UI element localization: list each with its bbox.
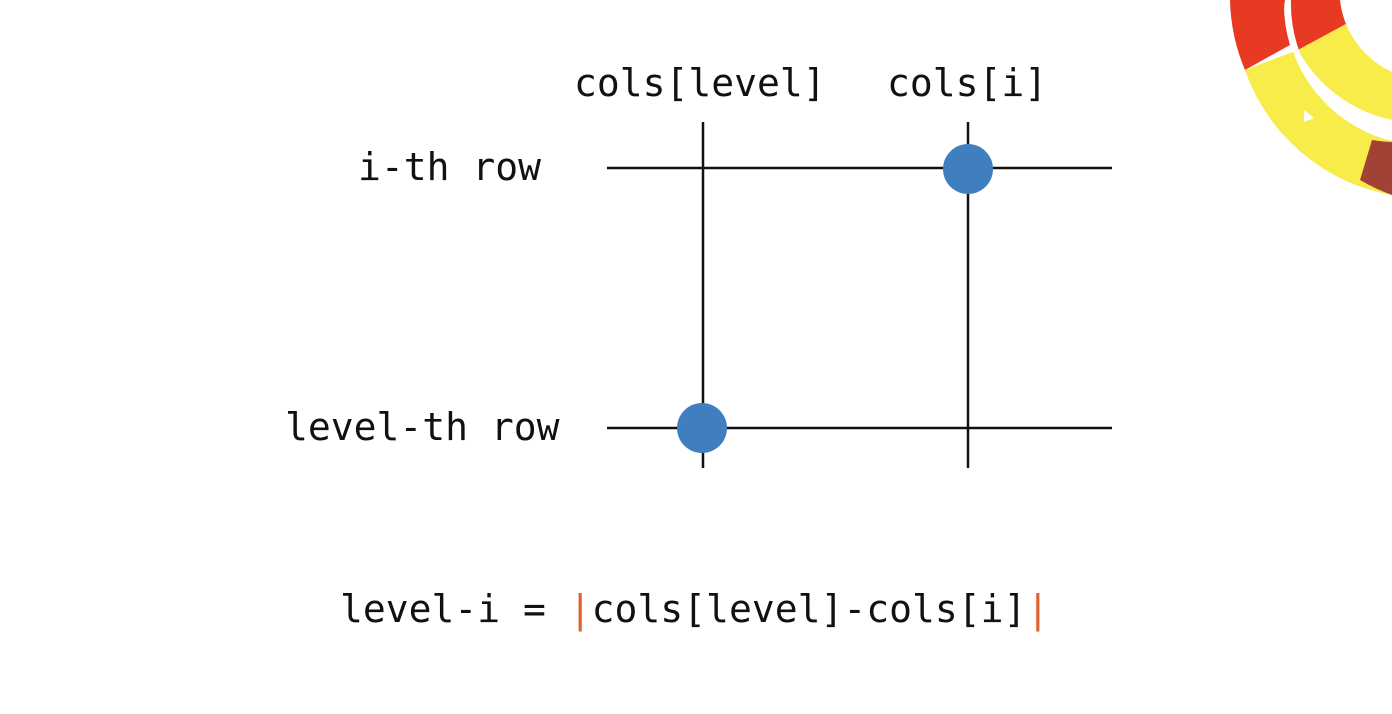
distance-formula: level-i = |cols[level]-cols[i]| (340, 590, 1049, 628)
column-label-i: cols[i] (887, 61, 1048, 105)
formula-expression: cols[level]-cols[i] (591, 587, 1027, 631)
ring-yellow-inner-segment (1298, 24, 1392, 120)
ring-red-segment (1230, 0, 1290, 70)
formula-abs-bar-left: | (568, 587, 592, 631)
ring-separator (1284, 0, 1392, 141)
queen-point-i-row (943, 144, 993, 194)
queen-point-level-row (677, 403, 727, 453)
ring-triangle-marker (1304, 110, 1314, 122)
formula-abs-bar-right: | (1026, 587, 1050, 631)
column-label-level: cols[level] (574, 61, 826, 105)
row-label-level: level-th row (285, 405, 560, 449)
ring-dark-segment (1360, 140, 1392, 195)
formula-lhs: level-i = (340, 587, 569, 631)
ring-yellow-segment (1245, 50, 1392, 195)
row-label-i: i-th row (358, 145, 542, 189)
ring-red-inner-segment (1284, 0, 1346, 50)
